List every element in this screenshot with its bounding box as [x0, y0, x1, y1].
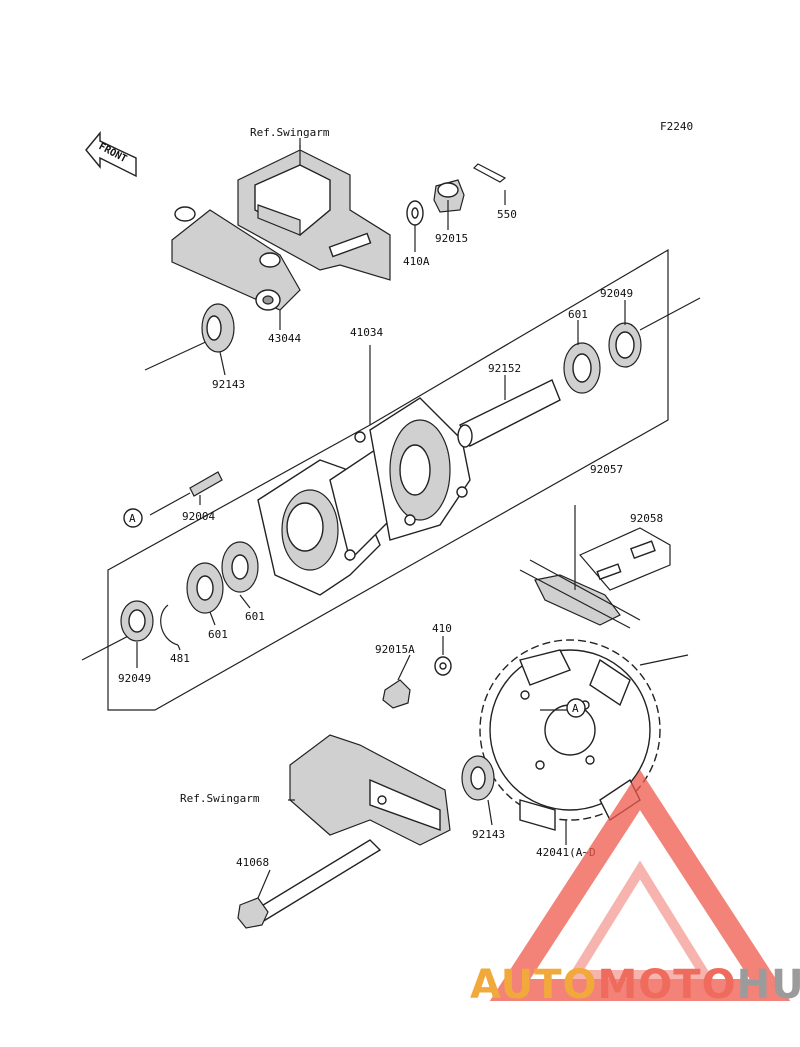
seal-92143-bottom	[461, 755, 495, 801]
label-92049-bottom: 92049	[118, 672, 151, 685]
label-41068: 41068	[236, 856, 269, 869]
sprocket-42041	[479, 639, 689, 831]
label-601-top: 601	[568, 308, 588, 321]
ref-marker-a-sprocket: A	[566, 698, 586, 718]
axle-41068	[237, 839, 382, 929]
label-410a: 410A	[403, 255, 430, 268]
watermark-part-hub: HUB	[736, 962, 800, 1008]
bearing-601-mid	[221, 541, 259, 593]
stud-92004	[189, 471, 223, 497]
figure-code: F2240	[660, 120, 693, 133]
cotter-pin-550	[473, 163, 507, 183]
label-ref-swingarm-bottom: Ref.Swingarm	[180, 792, 260, 805]
label-550: 550	[497, 208, 517, 221]
watermark-text: AUTOMOTOHUB	[470, 962, 800, 1008]
label-ref-swingarm-top: Ref.Swingarm	[250, 126, 330, 139]
nut-92015a	[382, 679, 411, 709]
circlip-481	[160, 604, 179, 646]
ref-marker-a-sprocket-label: A	[572, 702, 579, 715]
ref-marker-a-left: A	[123, 508, 143, 528]
label-601-low: 601	[208, 628, 228, 641]
label-92058: 92058	[630, 512, 663, 525]
label-42041: 42041(A~D	[536, 846, 596, 859]
label-92143-top: 92143	[212, 378, 245, 391]
swingarm-bracket-top	[237, 145, 391, 281]
ref-marker-a-left-label: A	[129, 512, 136, 525]
label-92143-bottom: 92143	[472, 828, 505, 841]
label-92152: 92152	[488, 362, 521, 375]
watermark-part-moto: MOTO	[597, 962, 737, 1008]
washer-410	[434, 656, 452, 676]
master-link-92058	[579, 527, 671, 591]
wheel-hub-41034	[257, 397, 471, 596]
watermark-part-auto: AUTO	[470, 962, 598, 1008]
label-92049-top: 92049	[600, 287, 633, 300]
chain-adjuster-43044	[171, 206, 301, 311]
label-92057: 92057	[590, 463, 623, 476]
label-481: 481	[170, 652, 190, 665]
drive-chain-92057	[519, 505, 641, 629]
label-92015: 92015	[435, 232, 468, 245]
label-41034: 41034	[350, 326, 383, 339]
label-92015a: 92015A	[375, 643, 415, 656]
label-43044: 43044	[268, 332, 301, 345]
label-92004: 92004	[182, 510, 215, 523]
bearing-601-top	[563, 342, 601, 394]
front-arrow-icon: FRONT	[85, 131, 137, 178]
collar-92152	[457, 379, 561, 448]
seal-92049-top	[608, 322, 642, 368]
washer-410a	[406, 200, 424, 226]
label-601-mid: 601	[245, 610, 265, 623]
seal-92049-bottom	[120, 600, 154, 642]
bearing-601-low	[186, 562, 224, 614]
nut-92015	[433, 179, 465, 213]
swingarm-bracket-bottom	[289, 734, 451, 846]
seal-92143-top	[201, 303, 235, 353]
label-410: 410	[432, 622, 452, 635]
